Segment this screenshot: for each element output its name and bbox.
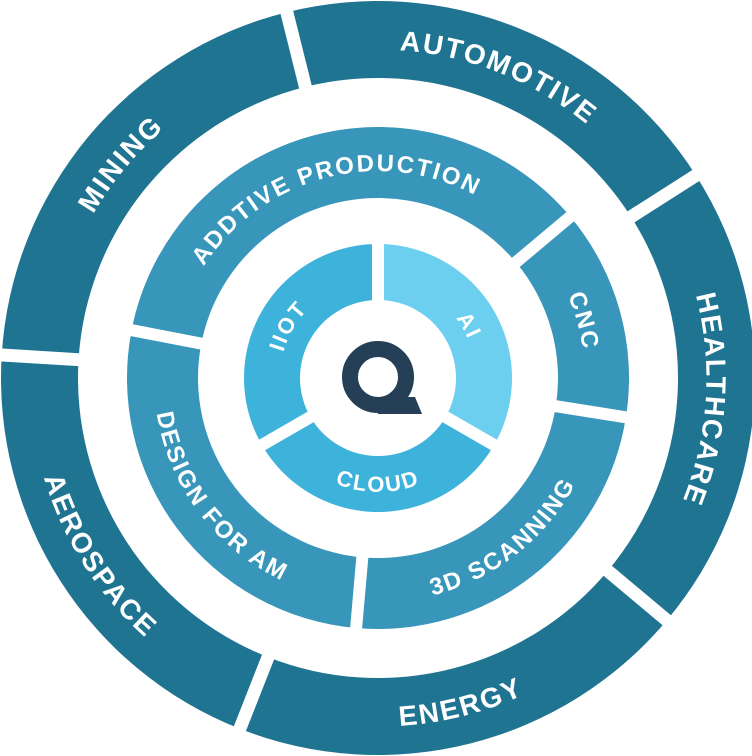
segment-divider [126,323,207,351]
segment-divider [600,563,675,628]
segment-cloud [261,417,495,512]
segment-automotive [286,1,696,217]
segment-cnc [515,216,629,418]
segment-divider [349,552,369,633]
segment-ai [378,244,512,445]
segment-divider [624,167,703,225]
segment-divider [508,209,578,270]
segment-divider [550,399,631,424]
segment-divider [279,6,313,93]
segment-aerospace [1,354,269,729]
segment-3d-scanning [356,406,626,629]
q-logo-icon [342,341,422,414]
segment-healthcare [607,175,752,621]
segment-divider [439,409,501,453]
segment-mining [1,12,306,360]
segment-energy [239,570,667,755]
ring-dividers [0,6,703,735]
segment-design-for-am [126,330,363,629]
segment-addtive-production [131,127,571,344]
segment-divider [232,651,276,735]
segment-divider [255,409,317,453]
segment-divider [0,348,83,367]
segment-iiot [243,244,378,445]
